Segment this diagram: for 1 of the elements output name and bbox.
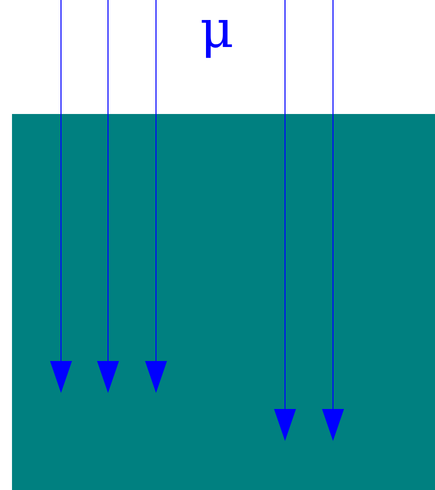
particle-symbol: μ [200, 4, 234, 56]
